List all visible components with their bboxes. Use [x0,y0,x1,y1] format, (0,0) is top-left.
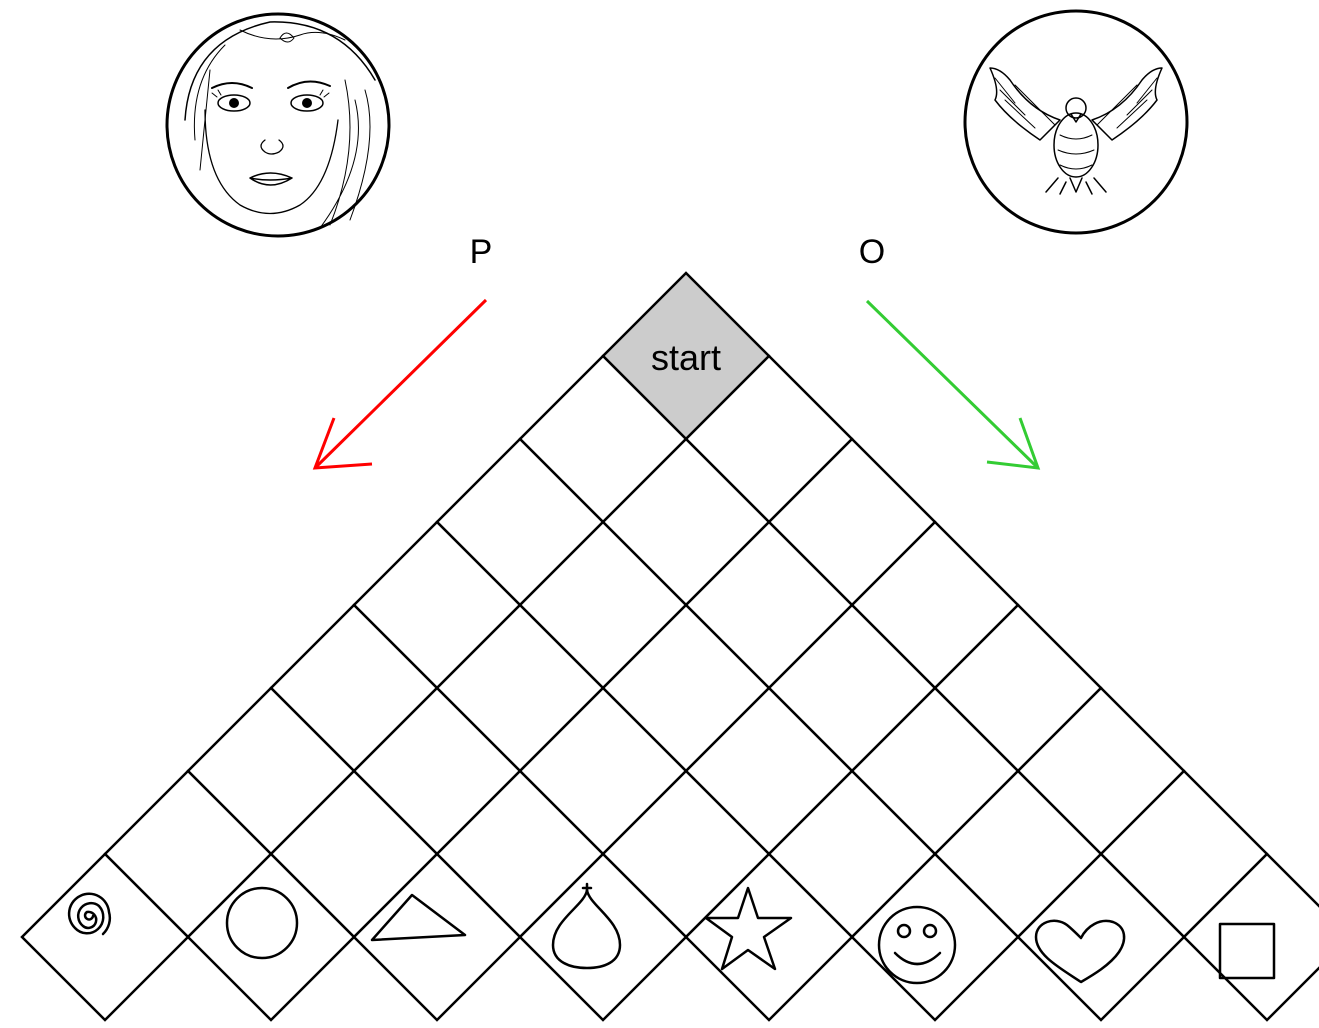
triangular-grid [22,273,1319,1020]
arrow-down-left [315,300,486,468]
player-right-label: O [859,233,885,271]
arrow-down-right [867,301,1038,468]
avatar-left [167,14,389,236]
start-label: start [651,337,721,378]
avatar-right [965,11,1187,233]
player-left-label: P [470,233,493,271]
